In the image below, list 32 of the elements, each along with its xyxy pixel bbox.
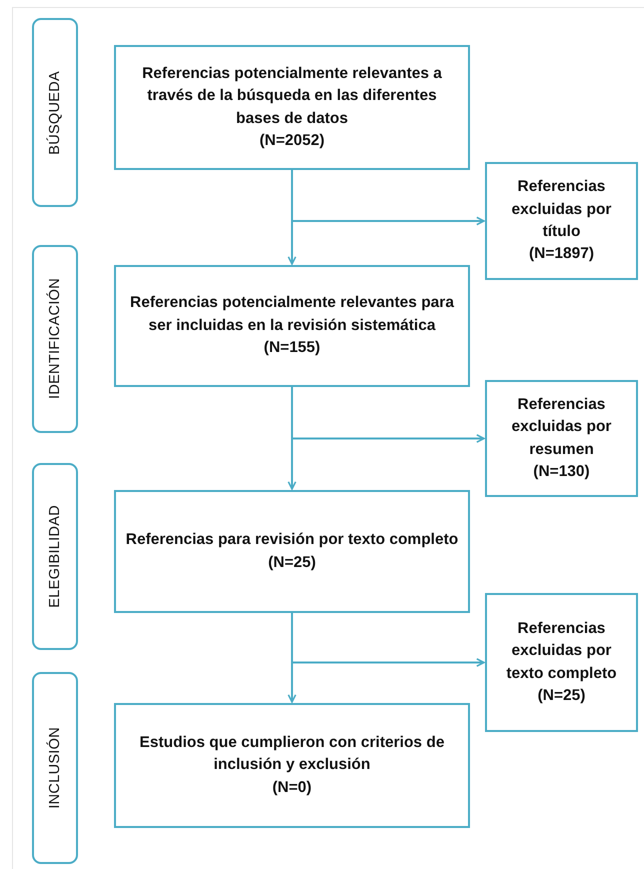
- count-text: (N=25): [268, 552, 316, 572]
- phase-label: ELEGIBILIDAD: [47, 505, 63, 608]
- process-box: [114, 45, 470, 170]
- phase-label-box: [32, 245, 78, 433]
- exclusion-box: [485, 380, 638, 497]
- process-box: [114, 265, 470, 387]
- box-text: Referencias potencialmente relevantes a través de la búsqueda en las diferentes bases de datos: [141, 64, 443, 128]
- exclusion-box: [485, 593, 638, 732]
- count-text: (N=2052): [259, 130, 325, 151]
- count-text: (N=130): [533, 462, 590, 482]
- arrow: [291, 387, 485, 443]
- box-text: Referencias para revisión por texto completo: [126, 530, 458, 550]
- phase-label: INCLUSIÓN: [47, 727, 63, 809]
- count-text: (N=155): [264, 338, 320, 358]
- process-box: [114, 490, 470, 613]
- count-text: (N=25): [538, 686, 586, 706]
- phase-label-box: [32, 672, 78, 864]
- phase-label-box: [32, 463, 78, 650]
- arrow: [291, 170, 485, 226]
- box-text: Estudios que cumplieron con criterios de inclusión y exclusión: [138, 732, 446, 776]
- arrow: [291, 613, 485, 667]
- box-text: Referencias excluidas por resumen: [510, 394, 612, 460]
- count-text: (N=1897): [528, 244, 594, 264]
- box-text: Referencias excluidas por texto completo: [505, 618, 618, 684]
- phase-label-box: [32, 18, 78, 207]
- process-box: [114, 703, 470, 828]
- phase-label: IDENTIFICACIÓN: [47, 278, 63, 400]
- box-text: Referencias potencialmente relevantes para ser incluidas en la revisión sistemática: [129, 293, 456, 336]
- exclusion-box: [485, 162, 638, 280]
- phase-label: BÚSQUEDA: [47, 70, 63, 154]
- count-text: (N=0): [272, 778, 312, 798]
- box-text: Referencias excluidas por título: [510, 177, 612, 242]
